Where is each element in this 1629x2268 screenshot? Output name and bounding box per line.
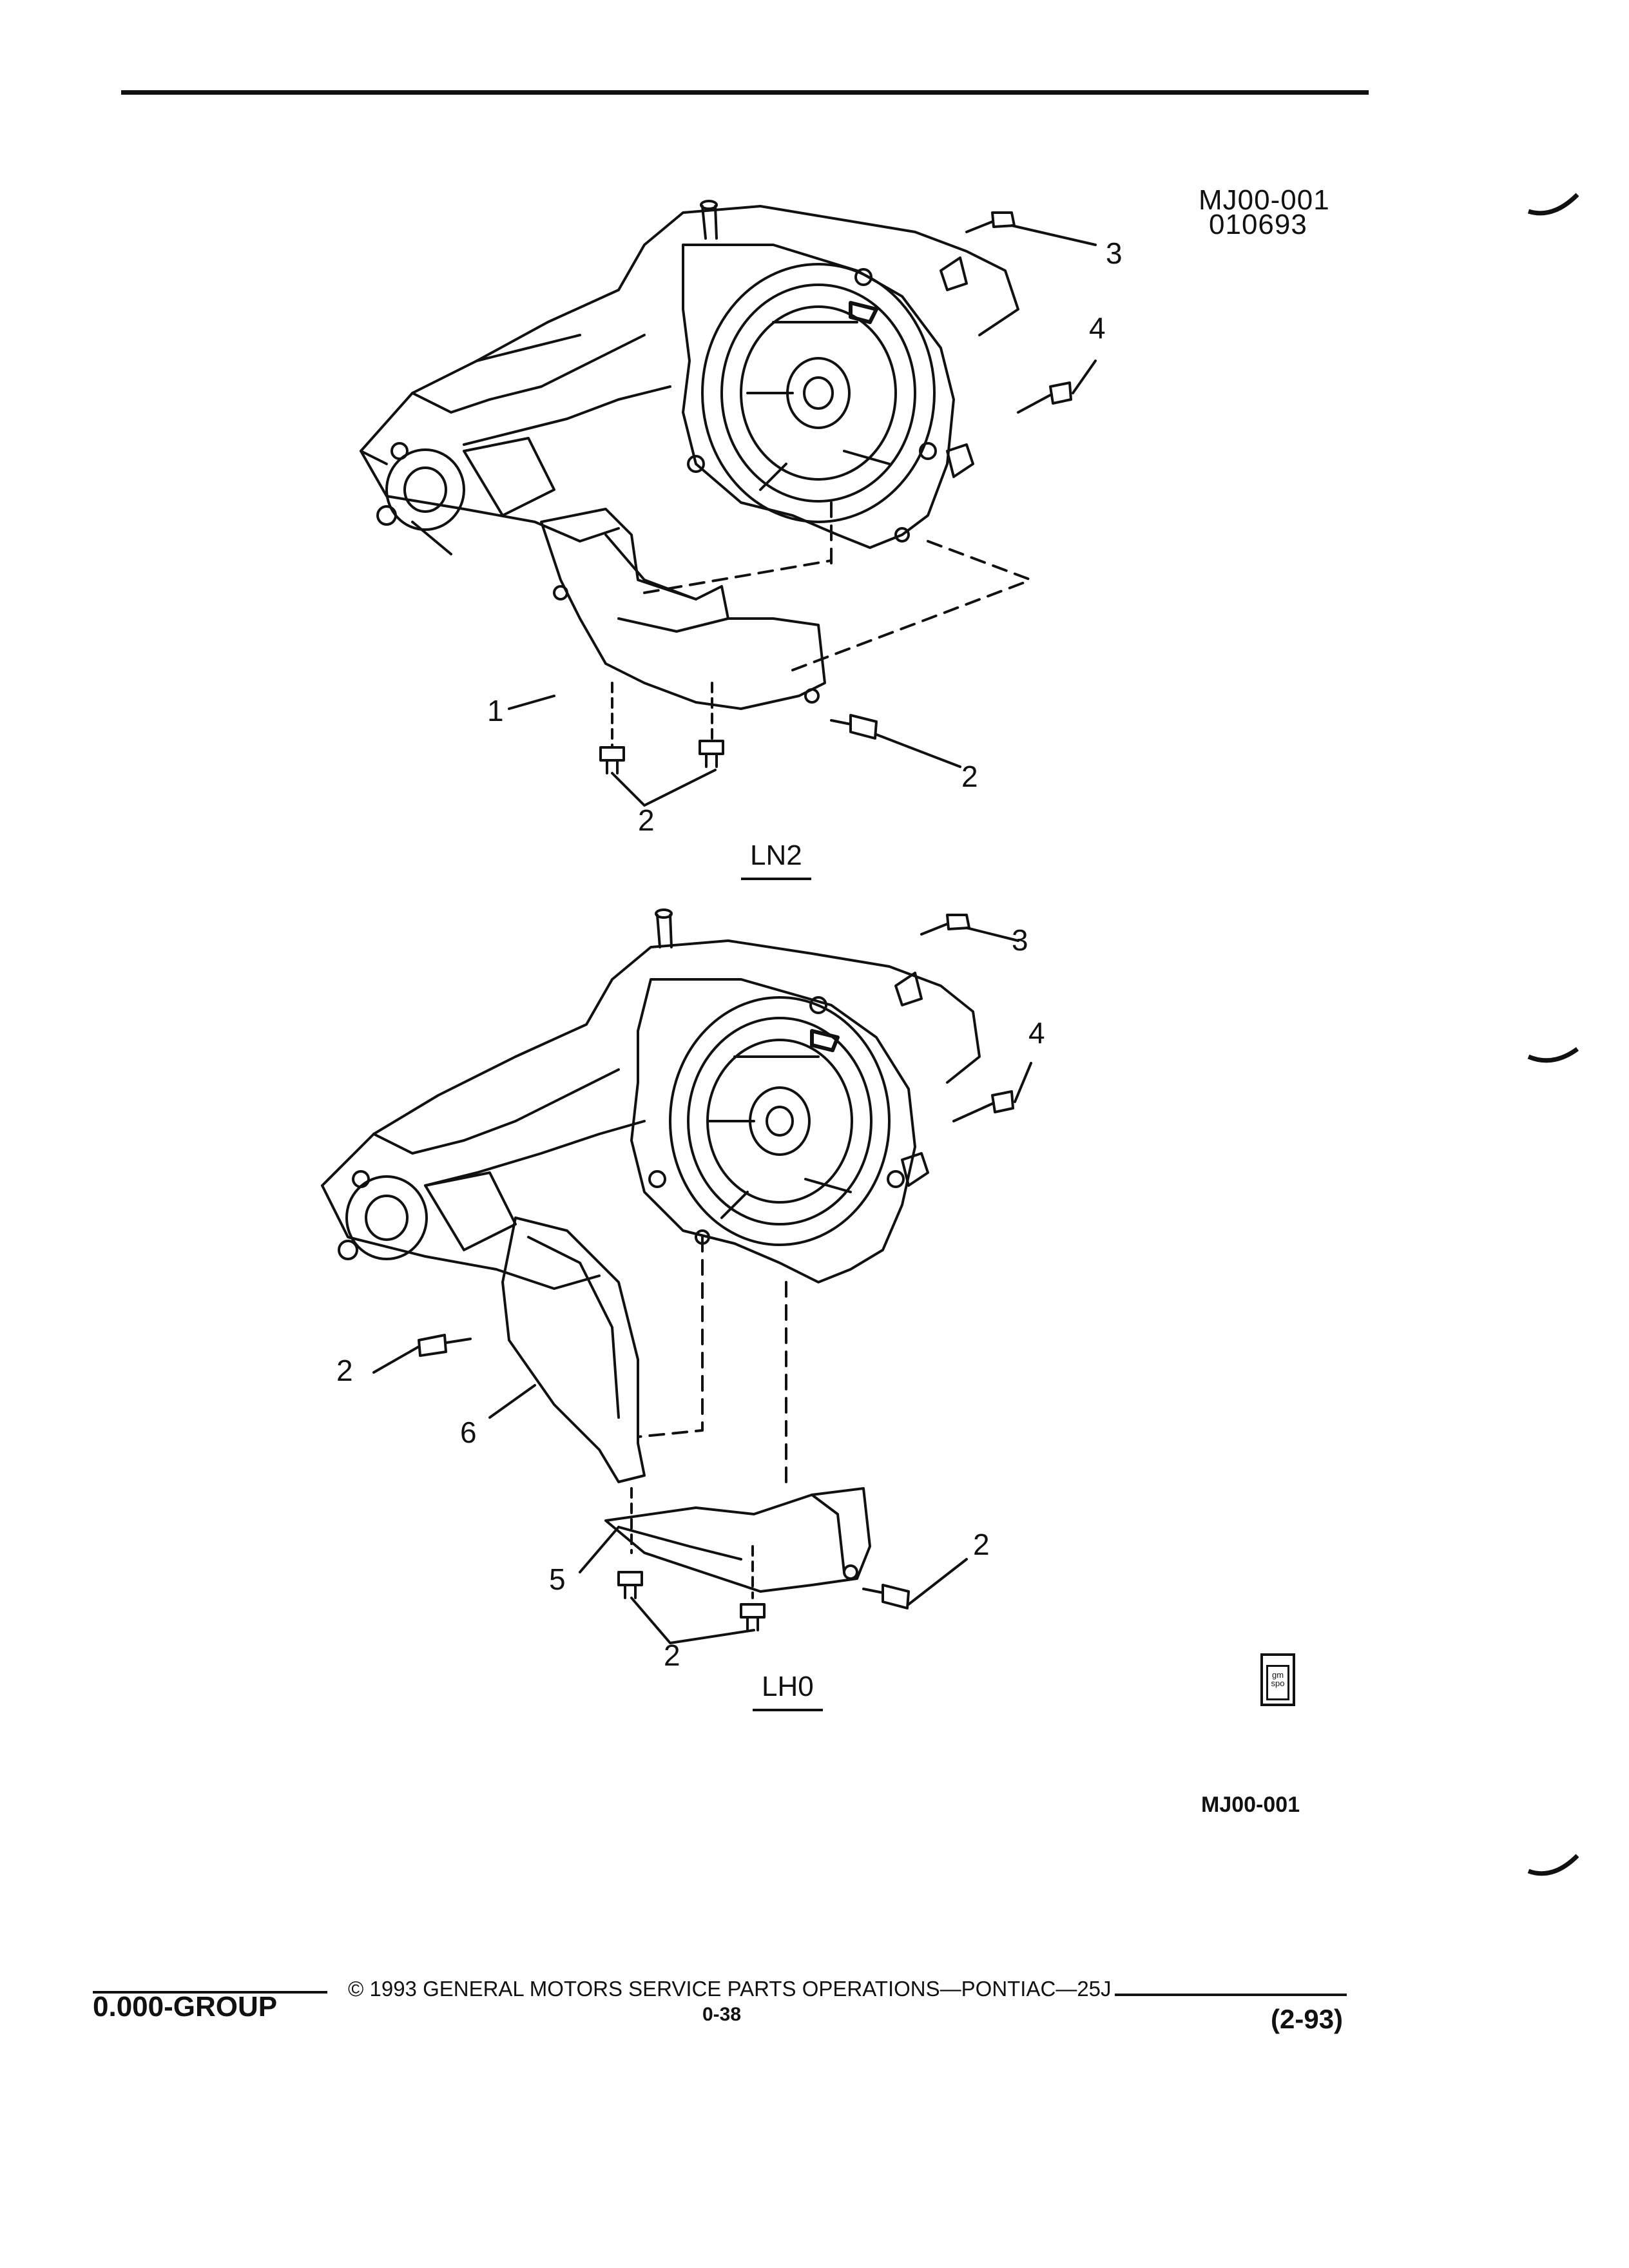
gm-spo-logo-inner: gm spo [1266, 1665, 1289, 1700]
logo-line-1: gm [1271, 1670, 1284, 1680]
edge-mark-top [1527, 193, 1579, 216]
ln2-callout-4: 4 [1089, 311, 1106, 345]
footer-date-code: (2-93) [1271, 2004, 1344, 2034]
footer-copyright: © 1993 GENERAL MOTORS SERVICE PARTS OPER… [348, 1977, 1112, 2001]
ln2-callout-2-right: 2 [961, 760, 978, 793]
lh0-view-label: LH0 [753, 1671, 823, 1711]
header-rule [121, 90, 1369, 95]
ln2-view-label: LN2 [741, 840, 811, 880]
lh0-callout-2-bottom: 2 [664, 1639, 680, 1672]
ln2-callout-3: 3 [1106, 236, 1123, 270]
footer-page-number: 0-38 [702, 2004, 742, 2025]
lh0-callout-3: 3 [1012, 923, 1028, 957]
footer-rule-left [93, 1991, 327, 1994]
edge-mark-middle [1527, 1047, 1579, 1063]
ln2-callout-1: 1 [487, 694, 504, 727]
gm-spo-logo: gm spo [1260, 1653, 1295, 1706]
illustration-date: 010693 [1209, 209, 1307, 240]
edge-mark-bottom [1527, 1854, 1579, 1876]
lh0-callout-5: 5 [549, 1562, 566, 1596]
lh0-callout-2-left: 2 [336, 1354, 353, 1387]
footer-group: 0.000-GROUP [93, 1991, 278, 2023]
logo-line-2: spo [1271, 1678, 1285, 1688]
footer-rule-right [1115, 1994, 1347, 1996]
lh0-callout-2-right: 2 [973, 1528, 990, 1561]
lh0-callout-4: 4 [1028, 1016, 1045, 1050]
ln2-callout-2-bottom: 2 [638, 803, 655, 837]
figure-reference: MJ00-001 [1201, 1792, 1300, 1817]
lh0-callout-6: 6 [460, 1416, 477, 1449]
illustration-id: MJ00-001 [1199, 184, 1330, 216]
